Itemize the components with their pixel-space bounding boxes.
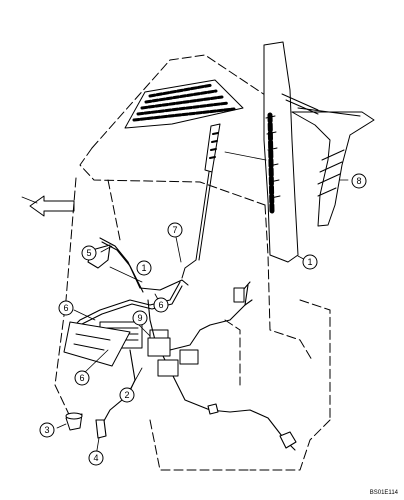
callout-6-lower: 6 — [79, 373, 84, 383]
machine-frame-outline — [54, 54, 331, 471]
callout-7: 7 — [172, 225, 177, 235]
callout-6-right: 6 — [158, 300, 163, 310]
callout-1-right: 1 — [307, 257, 312, 267]
callout-9: 9 — [137, 313, 142, 323]
control-handle — [181, 123, 221, 279]
callout-2: 2 — [124, 390, 129, 400]
callout-4: 4 — [93, 453, 98, 463]
callout-circles — [39, 173, 367, 466]
side-panel — [281, 93, 375, 227]
callout-1-left: 1 — [141, 263, 146, 273]
direction-arrow — [29, 195, 75, 217]
callout-labels: 1 1 2 3 4 5 6 6 6 7 8 9 — [44, 176, 361, 463]
reference-code: BS01E114 — [370, 490, 399, 496]
seat-grille — [124, 79, 244, 129]
callout-5: 5 — [86, 248, 91, 258]
mounting-bracket — [63, 321, 131, 367]
callout-3: 3 — [44, 425, 49, 435]
callout-8: 8 — [356, 176, 361, 186]
control-tower — [263, 41, 299, 263]
component-3-part — [65, 412, 83, 431]
callout-6-left: 6 — [63, 303, 68, 313]
